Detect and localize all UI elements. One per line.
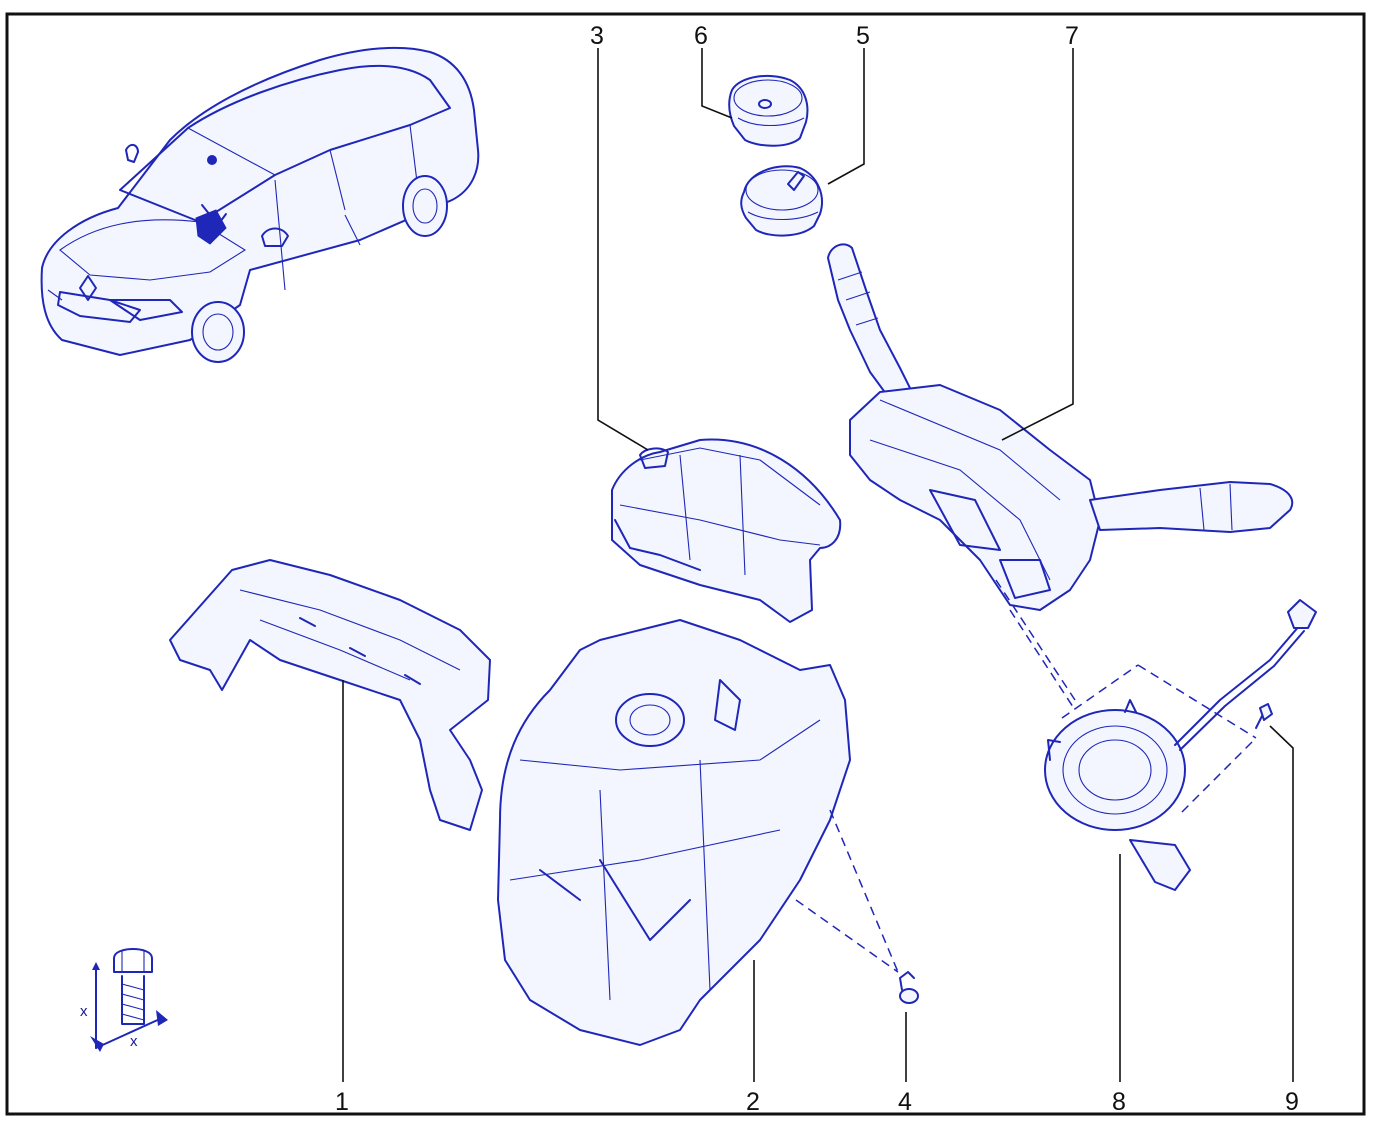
leader-lines bbox=[342, 48, 1294, 1082]
callout-1: 1 bbox=[335, 1088, 349, 1116]
callout-9: 9 bbox=[1285, 1088, 1299, 1116]
callout-3: 3 bbox=[590, 22, 604, 50]
part-3-illustration bbox=[611, 438, 842, 623]
location-marker bbox=[195, 209, 227, 245]
axis-label-left: x bbox=[80, 1003, 88, 1020]
part-2-illustration bbox=[497, 619, 851, 1046]
callout-6: 6 bbox=[694, 22, 708, 50]
callout-labels: 3 6 5 7 1 2 4 8 9 bbox=[335, 22, 1299, 1116]
part-6-illustration bbox=[728, 74, 809, 147]
assembly-guide-lines bbox=[795, 579, 1257, 973]
leader-line-5 bbox=[827, 48, 865, 185]
leader-line-3 bbox=[597, 48, 649, 451]
part-8-illustration bbox=[1044, 599, 1317, 891]
tightening-torque-symbol: x x bbox=[80, 948, 168, 1052]
callout-5: 5 bbox=[856, 22, 870, 50]
part-4-illustration bbox=[899, 971, 919, 1004]
callout-8: 8 bbox=[1112, 1088, 1126, 1116]
axis-label-bottom: x bbox=[130, 1033, 138, 1050]
callout-7: 7 bbox=[1065, 22, 1079, 50]
part-1-illustration bbox=[169, 559, 491, 831]
callout-4: 4 bbox=[898, 1088, 912, 1116]
leader-line-7 bbox=[1001, 48, 1074, 441]
part-7-illustration bbox=[827, 243, 1294, 611]
part-9-illustration bbox=[1255, 703, 1273, 729]
leader-line-9 bbox=[1269, 725, 1294, 1082]
car-illustration bbox=[40, 46, 480, 363]
callout-2: 2 bbox=[746, 1088, 760, 1116]
part-5-illustration bbox=[740, 165, 823, 237]
leader-line-6 bbox=[701, 48, 733, 119]
